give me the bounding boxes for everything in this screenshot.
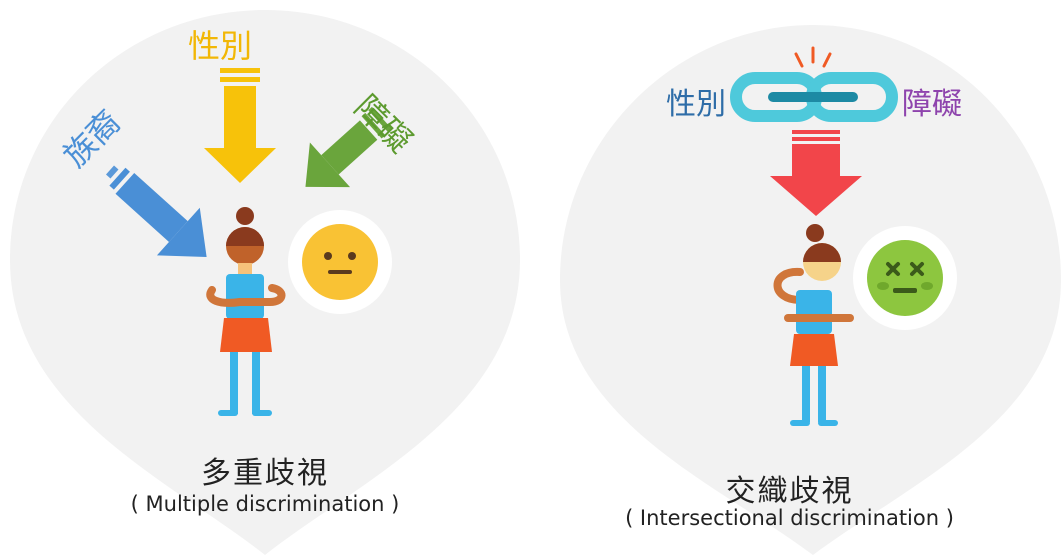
left-teardrop-background — [10, 10, 520, 555]
disability-label-right: 障礙 — [902, 87, 962, 122]
ethnicity-arrow — [105, 165, 207, 257]
chain-link-icon — [730, 72, 898, 122]
gender-label-left: 性別 — [188, 27, 253, 65]
person-figure — [206, 207, 286, 416]
multiple-discrimination-panel: 族裔 性別 障礙 多重歧視 ( Multiple discrimination … — [0, 0, 530, 559]
intersectional-discrimination-panel: 性別 障礙 交織歧視 ( Intersectional discriminati… — [530, 0, 1061, 559]
multiple-discrimination-illustration — [10, 10, 520, 555]
intersectional-discrimination-subtitle: ( Intersectional discrimination ) — [625, 506, 954, 530]
intersectional-discrimination-title: 交織歧視 — [725, 474, 854, 509]
disability-arrow — [305, 106, 393, 188]
person-figure — [773, 224, 854, 426]
break-spark-lines — [794, 46, 832, 68]
combined-arrow — [770, 130, 862, 216]
gender-arrow — [204, 68, 276, 183]
sick-face-bubble — [853, 226, 957, 330]
multiple-discrimination-subtitle: ( Multiple discrimination ) — [130, 492, 400, 516]
neutral-face-bubble — [288, 210, 392, 314]
intersectional-discrimination-illustration — [560, 25, 1061, 555]
gender-label-right: 性別 — [666, 87, 726, 122]
multiple-discrimination-title: 多重歧視 — [201, 456, 329, 491]
